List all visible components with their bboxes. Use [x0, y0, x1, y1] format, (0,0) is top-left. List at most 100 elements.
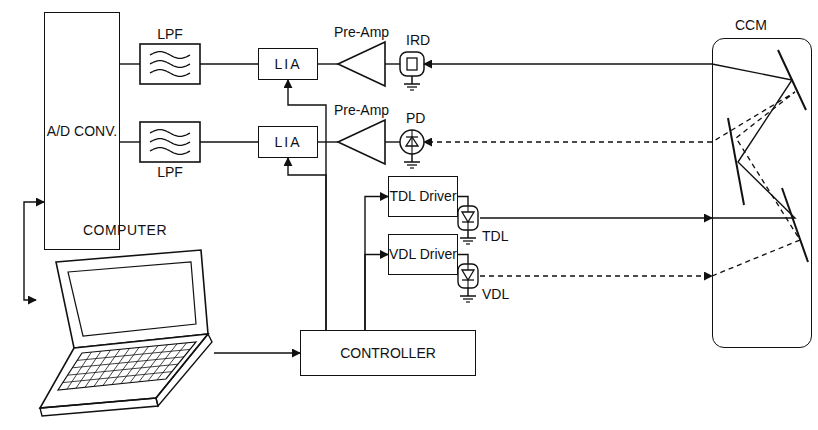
- key-column: [112, 348, 139, 385]
- laser-beam: [712, 64, 795, 218]
- signal-line: [458, 255, 468, 265]
- box-label: VDL Driver: [389, 246, 457, 262]
- ground-symbol: [404, 76, 420, 90]
- mirror: [728, 118, 744, 205]
- wave-symbol: [150, 70, 190, 77]
- driver-box: TDL Driver: [388, 176, 458, 217]
- diode-lead: [467, 264, 468, 270]
- amplifier-triangle: [338, 120, 385, 164]
- signal-line: [458, 197, 468, 207]
- detector-symbol: IRD: [400, 52, 424, 76]
- signal-line: [200, 63, 258, 64]
- mirror: [782, 188, 808, 262]
- laser-diode-symbol-outline: [456, 264, 480, 288]
- signal-line: [385, 63, 400, 64]
- laser-diode-symbol: VDL: [456, 264, 480, 288]
- signal-line: [288, 80, 326, 330]
- controller-box: CONTROLLER: [300, 330, 476, 376]
- diode-triangle: [462, 212, 474, 222]
- cell-module: CCM: [712, 38, 812, 348]
- laptop-screen: [68, 262, 196, 336]
- wave-symbol: [150, 130, 190, 137]
- driver-box: VDL Driver: [388, 234, 458, 275]
- signal-line: [288, 158, 326, 330]
- key-column: [94, 349, 120, 386]
- converter-box: A/D CONV.: [44, 12, 120, 250]
- component-label: COMPUTER: [36, 222, 214, 238]
- preamplifier-triangle-outline: [338, 42, 385, 86]
- preamplifier-triangle-outline: [338, 120, 385, 164]
- detector-housing: [400, 52, 424, 76]
- signal-line: [120, 141, 140, 142]
- signal-line: [318, 141, 338, 142]
- signal-line: [200, 141, 258, 142]
- keyboard: [58, 342, 196, 390]
- diode-lead: [411, 130, 412, 154]
- component-label: PD: [406, 110, 425, 126]
- keyboard-keys: [63, 343, 190, 389]
- lock-in-amplifier-box: LIA: [258, 48, 318, 80]
- signal-line: [120, 63, 140, 64]
- laser-housing: [458, 264, 478, 288]
- component-label: IRD: [406, 32, 430, 48]
- diode-lead: [467, 206, 468, 212]
- detector-element: [407, 58, 417, 70]
- filter-outline: [140, 122, 200, 162]
- signal-line: [385, 141, 400, 142]
- filter-box-outline: [140, 122, 200, 162]
- key-column: [139, 345, 168, 382]
- component-label: Pre-Amp: [334, 102, 389, 118]
- key-column: [121, 347, 149, 384]
- laser-housing: [458, 206, 478, 230]
- signal-line: [365, 255, 388, 331]
- diode-lead: [467, 222, 468, 230]
- signal-line: [480, 275, 712, 276]
- filter-box-outline: [140, 44, 200, 84]
- diode-lead: [467, 280, 468, 288]
- wave-symbol: [150, 139, 190, 146]
- wave-symbol: [150, 61, 190, 68]
- photodiode-housing: [400, 130, 424, 154]
- wave-symbol: [150, 148, 190, 155]
- laser-diode-symbol: TDL: [456, 206, 480, 230]
- laptop-base: [40, 334, 208, 408]
- signal-line: [214, 352, 300, 353]
- ground-symbol: [460, 288, 476, 302]
- laptop-lid: [56, 250, 208, 348]
- filter-box: LPF: [140, 44, 200, 84]
- component-label: VDL: [482, 286, 509, 302]
- component-label: LPF: [157, 164, 183, 180]
- photodiode-symbol-outline: [400, 130, 424, 154]
- filter-outline: [140, 44, 200, 84]
- photodiode-symbol: PD: [400, 130, 424, 154]
- computer-icon: COMPUTER: [36, 222, 214, 422]
- detector-symbol-outline: [400, 52, 424, 76]
- component-label: TDL: [482, 228, 508, 244]
- key-column: [103, 348, 130, 385]
- wave-symbol: [150, 52, 190, 59]
- key-column: [130, 346, 158, 383]
- filter-box: LPF: [140, 122, 200, 162]
- box-label: TDL Driver: [389, 188, 456, 204]
- ground-symbol: [460, 230, 476, 244]
- key-column: [148, 344, 177, 381]
- key-column: [157, 343, 187, 380]
- signal-line: [480, 217, 712, 218]
- signal-line: [318, 63, 338, 64]
- amplifier-triangle: [338, 42, 385, 86]
- component-label: CCM: [735, 17, 767, 33]
- laptop-front: [40, 398, 158, 416]
- box-label: A/D CONV.: [47, 123, 117, 139]
- diode-triangle: [462, 270, 474, 280]
- component-label: LPF: [157, 26, 183, 42]
- lock-in-amplifier-box: LIA: [258, 126, 318, 158]
- component-label: Pre-Amp: [334, 24, 389, 40]
- preamplifier-triangle: Pre-Amp: [338, 42, 385, 86]
- box-label: LIA: [274, 134, 301, 150]
- visible-beam: [712, 92, 800, 276]
- box-label: LIA: [274, 56, 301, 72]
- box-label: CONTROLLER: [340, 345, 436, 361]
- preamplifier-triangle: Pre-Amp: [338, 120, 385, 164]
- ground-symbol: [404, 154, 420, 168]
